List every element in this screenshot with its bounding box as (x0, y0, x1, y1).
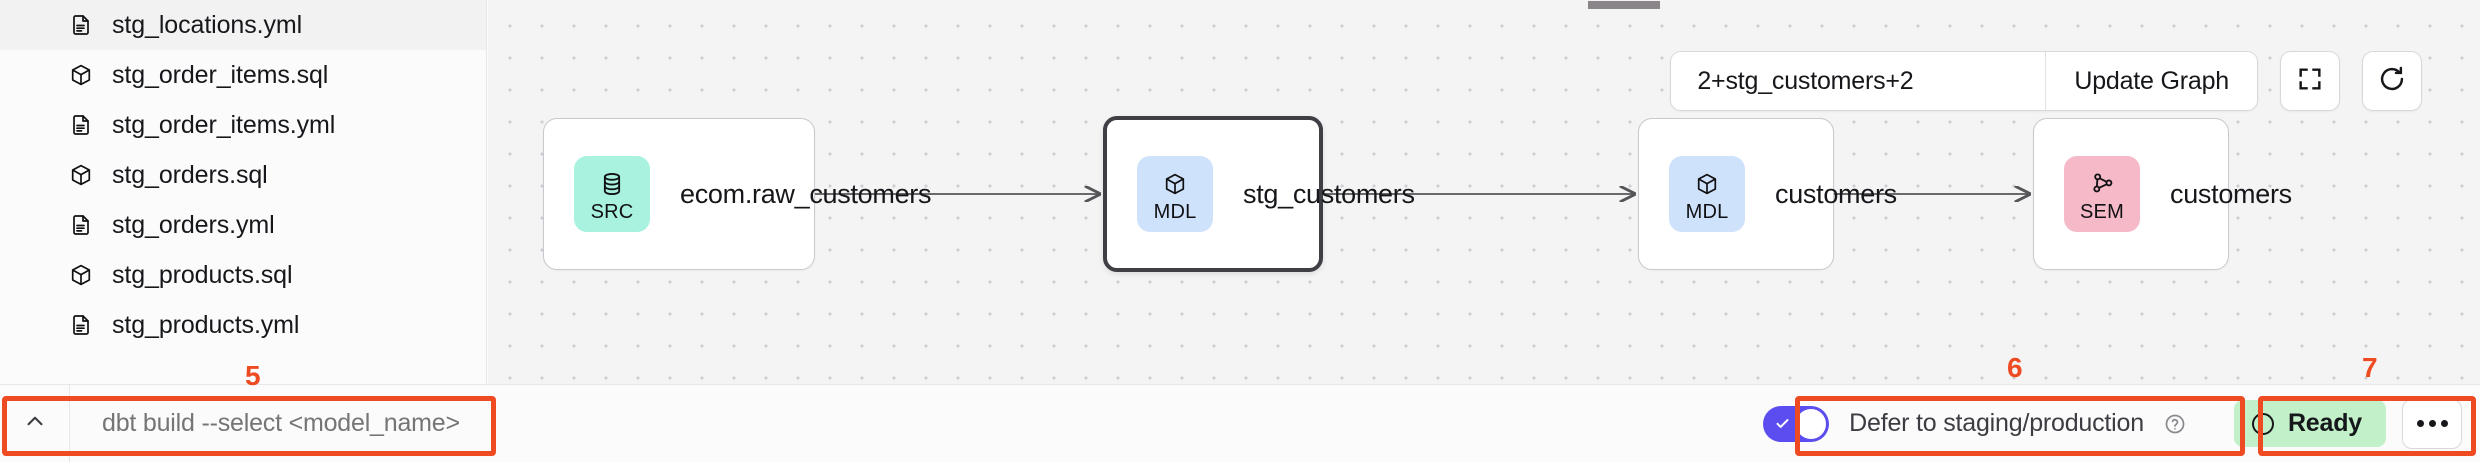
more-options-button[interactable] (2402, 398, 2462, 449)
bottom-bar-right: Defer to staging/production Ready (1741, 385, 2480, 462)
node-title: stg_customers (1243, 178, 1415, 209)
file-item-label: stg_locations.yml (112, 10, 303, 39)
file-list: stg_locations.yml stg_order_items.sql st… (0, 0, 486, 350)
edge-layer (815, 0, 2480, 384)
graph-node-stg_customers[interactable]: MDL stg_customers (1103, 116, 1415, 272)
file-yml-icon (68, 312, 94, 338)
dot-2 (2428, 420, 2436, 427)
file-item-stg_order_items-sql[interactable]: stg_order_items.sql (0, 50, 486, 100)
bottom-status-bar: Defer to staging/production Ready (0, 384, 2480, 462)
toggle-knob (1796, 408, 1827, 439)
file-item-stg_locations-yml[interactable]: stg_locations.yml (0, 0, 486, 50)
command-bar-group (0, 385, 487, 462)
horizontal-scrollbar[interactable] (1588, 1, 1660, 9)
status-circle-icon (2251, 412, 2274, 435)
file-yml-icon (68, 212, 94, 238)
toolbar-divider (2045, 52, 2047, 110)
fullscreen-button[interactable] (2280, 51, 2340, 111)
node-badge-label: SRC (590, 200, 634, 223)
file-item-stg_orders-yml[interactable]: stg_orders.yml (0, 200, 486, 250)
cube-sql-icon (68, 162, 94, 188)
file-item-stg_orders-sql[interactable]: stg_orders.sql (0, 150, 486, 200)
graph-toolbar: Update Graph (1670, 51, 2422, 111)
bottom-bar-spacer (487, 385, 1741, 462)
cube-icon (1695, 167, 1719, 201)
check-icon (1775, 416, 1790, 431)
file-item-stg_products-yml[interactable]: stg_products.yml (0, 300, 486, 350)
status-group: Ready (2212, 385, 2462, 462)
file-item-label: stg_products.sql (112, 260, 293, 289)
database-icon (599, 167, 625, 201)
node-title: ecom.raw_customers (680, 178, 932, 209)
node-badge-label: MDL (1685, 200, 1729, 223)
lineage-graph: SRC ecom.raw_customers MDL stg_customers M… (488, 0, 2480, 384)
refresh-button[interactable] (2362, 51, 2422, 111)
file-yml-icon (68, 12, 94, 38)
cube-icon (1163, 167, 1187, 201)
cube-sql-icon (68, 262, 94, 288)
file-item-label: stg_orders.sql (112, 160, 268, 189)
graph-selector-input[interactable] (1671, 52, 2046, 110)
cube-sql-icon (68, 62, 94, 88)
file-item-label: stg_order_items.sql (112, 60, 329, 89)
node-badge-label: MDL (1153, 200, 1197, 223)
semantic-graph-icon (2089, 167, 2115, 201)
fullscreen-icon (2296, 65, 2324, 98)
chevron-up-button[interactable] (0, 385, 70, 462)
horizontal-scrollbar-track[interactable] (488, 0, 2480, 11)
help-circle-icon[interactable] (2164, 413, 2186, 435)
node-badge-mdl: MDL (1669, 156, 1745, 232)
file-yml-icon (68, 112, 94, 138)
status-label: Ready (2287, 409, 2362, 437)
file-item-label: stg_orders.yml (112, 210, 275, 239)
node-badge-label: SEM (2080, 200, 2124, 223)
refresh-icon (2378, 65, 2406, 98)
lineage-graph-canvas[interactable]: Update Graph (488, 0, 2480, 384)
node-badge-sem: SEM (2064, 156, 2140, 232)
defer-toggle[interactable] (1763, 405, 1830, 442)
node-badge-src: SRC (574, 156, 650, 232)
graph-node-ecom_raw_customers[interactable]: SRC ecom.raw_customers (543, 118, 931, 270)
defer-group: Defer to staging/production (1741, 385, 2212, 462)
file-item-stg_products-sql[interactable]: stg_products.sql (0, 250, 486, 300)
graph-node-customers_mdl[interactable]: MDL customers (1638, 118, 1897, 270)
node-title: customers (1775, 178, 1897, 209)
file-item-stg_order_items-yml[interactable]: stg_order_items.yml (0, 100, 486, 150)
status-badge[interactable]: Ready (2233, 400, 2386, 447)
file-explorer-sidebar: stg_locations.yml stg_order_items.sql st… (0, 0, 487, 384)
dot-1 (2416, 420, 2424, 427)
node-title: customers (2170, 178, 2292, 209)
defer-label: Defer to staging/production (1849, 409, 2144, 437)
chevron-up-icon (22, 408, 48, 439)
graph-node-customers_sem[interactable]: SEM customers (2033, 118, 2292, 270)
command-input[interactable] (70, 385, 487, 462)
file-item-label: stg_order_items.yml (112, 110, 336, 139)
file-item-label: stg_products.yml (112, 310, 300, 339)
dot-3 (2440, 420, 2448, 427)
node-badge-mdl: MDL (1137, 156, 1213, 232)
graph-selector-group: Update Graph (1670, 51, 2258, 111)
update-graph-button[interactable]: Update Graph (2046, 52, 2257, 110)
